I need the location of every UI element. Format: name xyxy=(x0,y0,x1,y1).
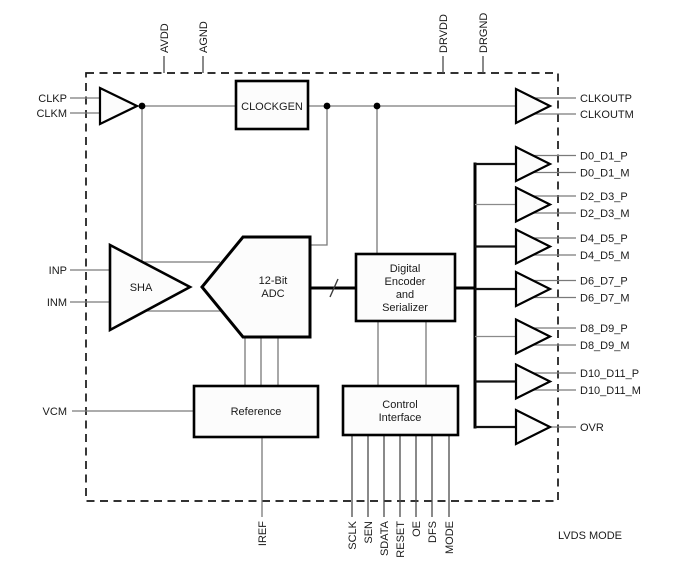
block-label-adc-line1: 12-Bit xyxy=(259,275,288,287)
output-buffer-d0d1 xyxy=(514,145,553,183)
mode-note-label: LVDS MODE xyxy=(558,530,622,542)
block-label-control-line2: Interface xyxy=(379,412,422,424)
wire-clock-branch-to-sha-adc xyxy=(141,106,220,263)
pin-label-d10d11p: D10_D11_P xyxy=(580,368,639,380)
block-label-encoder-line4: Serializer xyxy=(382,302,428,314)
pin-label-oe: OE xyxy=(411,521,423,537)
pin-label-sen: SEN xyxy=(363,521,375,544)
bus-width-slash-icon xyxy=(329,278,339,298)
labels: AVDD AGND DRVDD DRGND CLKP CLKM INP INM … xyxy=(36,13,641,558)
pin-label-sclk: SCLK xyxy=(347,520,359,549)
junction-dot-adc-clock xyxy=(323,102,331,110)
pin-label-d6d7m: D6_D7_M xyxy=(580,293,630,305)
block-reference xyxy=(192,384,320,439)
chip-boundary-dashed-border xyxy=(85,72,559,502)
pin-label-d8d9m: D8_D9_M xyxy=(580,340,630,352)
pin-label-d4d5p: D4_D5_P xyxy=(580,233,628,245)
block-label-encoder-line1: Digital xyxy=(390,263,421,275)
output-buffer-d4d5 xyxy=(514,227,553,266)
pin-label-clkm: CLKM xyxy=(36,108,67,120)
pin-label-d8d9p: D8_D9_P xyxy=(580,323,628,335)
pin-label-dfs: DFS xyxy=(427,521,439,543)
pin-label-d0d1p: D0_D1_P xyxy=(580,151,628,163)
block-sha-triangle xyxy=(108,242,193,333)
output-buffer-d10d11 xyxy=(514,362,553,401)
pin-label-d2d3m: D2_D3_M xyxy=(580,208,630,220)
pin-label-clkoutm: CLKOUTM xyxy=(580,109,634,121)
block-label-reference: Reference xyxy=(231,406,282,418)
block-label-adc-line2: ADC xyxy=(261,288,284,300)
output-buffer-d2d3 xyxy=(514,185,553,224)
pin-label-d0d1m: D0_D1_M xyxy=(580,168,630,180)
output-buffer-d8d9 xyxy=(514,317,553,356)
pin-label-vcm: VCM xyxy=(43,406,67,418)
output-buffer-clkout xyxy=(514,87,553,125)
pin-label-ovr: OVR xyxy=(580,422,604,434)
wire-clock-branch-to-adc xyxy=(311,106,328,246)
pin-label-inp: INP xyxy=(49,265,67,277)
block-label-control-line1: Control xyxy=(382,399,417,411)
block-label-clockgen: CLOCKGEN xyxy=(241,101,303,113)
pin-label-d6d7p: D6_D7_P xyxy=(580,276,628,288)
junction-dot-encoder-clock xyxy=(373,102,381,110)
block-digital-encoder xyxy=(354,252,457,323)
pin-label-drvdd: DRVDD xyxy=(438,14,450,53)
data-bus xyxy=(308,162,516,429)
pin-label-agnd: AGND xyxy=(198,21,210,53)
pin-label-avdd: AVDD xyxy=(159,23,171,53)
block-label-encoder-line2: Encoder xyxy=(385,276,426,288)
block-control-interface xyxy=(341,384,460,437)
junction-dot-clockbuf xyxy=(138,102,146,110)
pin-label-d10d11m: D10_D11_M xyxy=(580,385,641,397)
pin-label-sdata: SDATA xyxy=(379,520,391,556)
pin-label-mode: MODE xyxy=(444,521,456,554)
pin-label-iref: IREF xyxy=(257,521,269,546)
pin-label-d4d5m: D4_D5_M xyxy=(580,250,630,262)
block-label-encoder-line3: and xyxy=(396,289,414,301)
clock-input-buffer-triangle xyxy=(98,86,140,126)
junction-dots xyxy=(138,102,381,110)
block-clockgen xyxy=(234,79,310,131)
pin-label-d2d3p: D2_D3_P xyxy=(580,191,628,203)
output-buffer-ovr xyxy=(514,408,553,446)
pin-label-inm: INM xyxy=(47,297,67,309)
block-label-sha: SHA xyxy=(130,282,153,294)
pin-label-clkp: CLKP xyxy=(38,93,67,105)
output-buffer-d6d7 xyxy=(514,270,553,308)
blocks xyxy=(98,79,553,446)
pin-label-clkoutp: CLKOUTP xyxy=(580,93,632,105)
block-adc-pentagon xyxy=(200,235,312,339)
pin-label-reset: RESET xyxy=(395,521,407,558)
pin-label-drgnd: DRGND xyxy=(478,13,490,53)
